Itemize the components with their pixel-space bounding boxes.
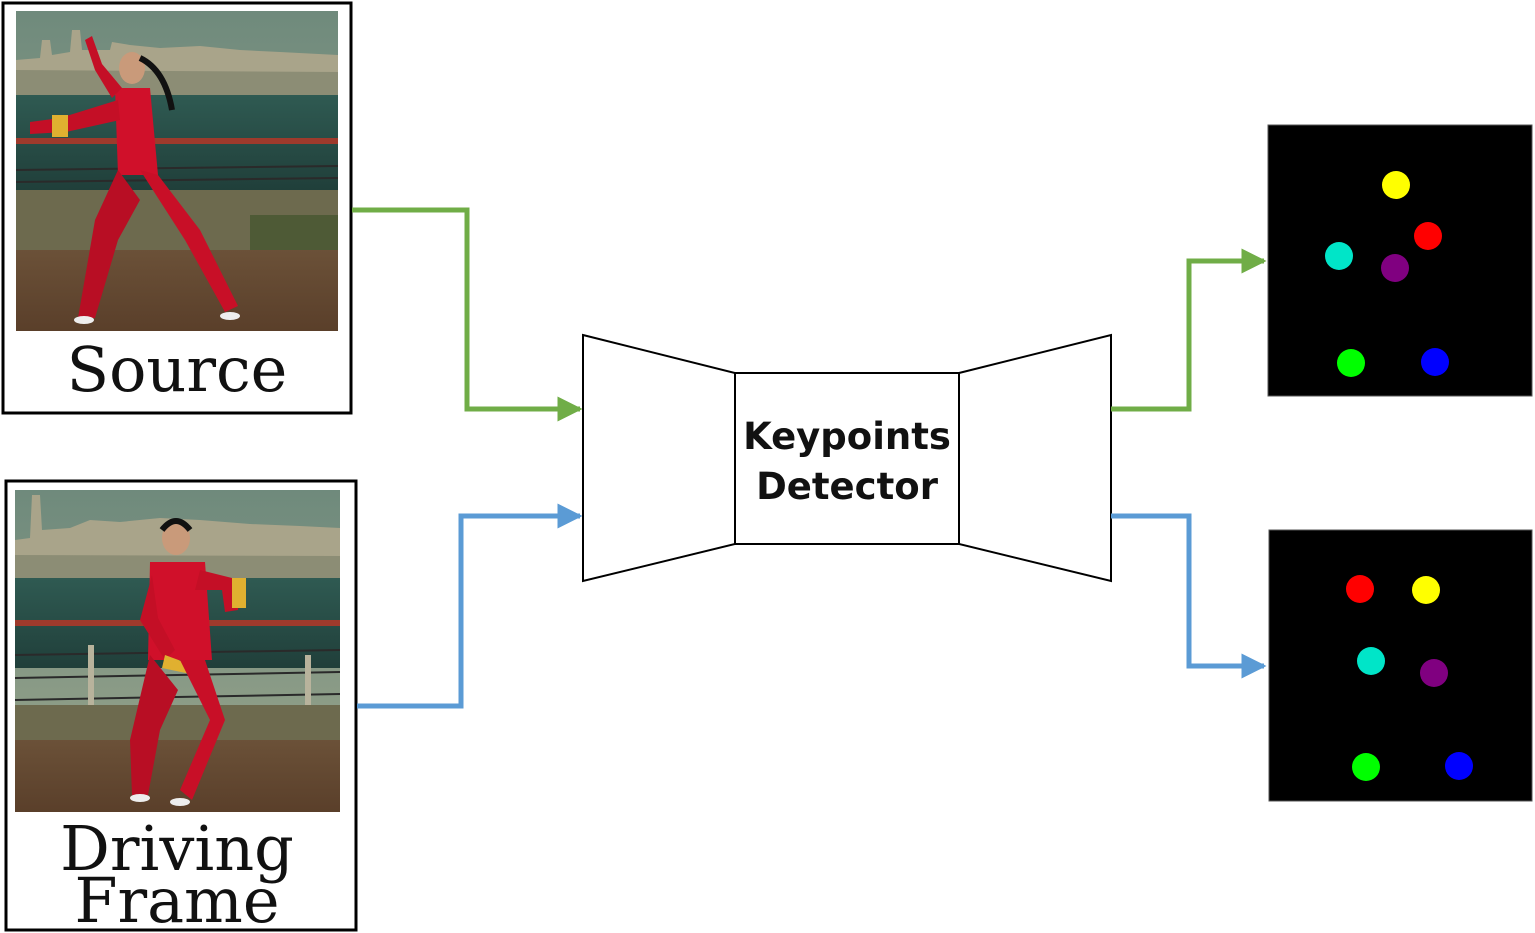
driving-frame-photo (14, 490, 341, 812)
source-card: Source (1, 1, 353, 415)
decoder-trapezoid (958, 333, 1112, 583)
keypoint-yellow (1382, 171, 1410, 199)
driving-input-arrow (357, 503, 583, 709)
driving-label-line1: Driving (60, 812, 294, 885)
driving-frame-person (130, 518, 246, 806)
keypoint-green (1352, 753, 1380, 781)
source-output-arrow (1111, 248, 1267, 412)
source-photo (15, 11, 339, 331)
driving-output-arrow (1111, 513, 1267, 679)
keypoint-purple (1420, 659, 1448, 687)
keypoints-detector: Keypoints Detector (582, 333, 1112, 583)
encoder-trapezoid (582, 333, 736, 583)
keypoint-cyan (1357, 647, 1385, 675)
keypoint-purple (1381, 254, 1409, 282)
source-input-arrow (352, 207, 583, 422)
driving-keypoints-map (1268, 529, 1533, 802)
keypoint-green (1337, 349, 1365, 377)
detector-bottleneck (734, 372, 960, 545)
source-label: Source (67, 333, 288, 406)
driving-label-line2: Frame (74, 864, 279, 933)
keypoint-yellow (1412, 576, 1440, 604)
source-keypoints-map (1267, 124, 1533, 397)
keypoint-cyan (1325, 242, 1353, 270)
source-person (30, 36, 240, 324)
detector-label-line1: Keypoints (743, 415, 951, 458)
keypoint-blue (1421, 348, 1449, 376)
keypoint-red (1346, 575, 1374, 603)
keypoint-red (1414, 222, 1442, 250)
keypoint-blue (1445, 752, 1473, 780)
driving-frame-card: Driving Frame (4, 479, 358, 933)
detector-label-line2: Detector (756, 465, 939, 508)
